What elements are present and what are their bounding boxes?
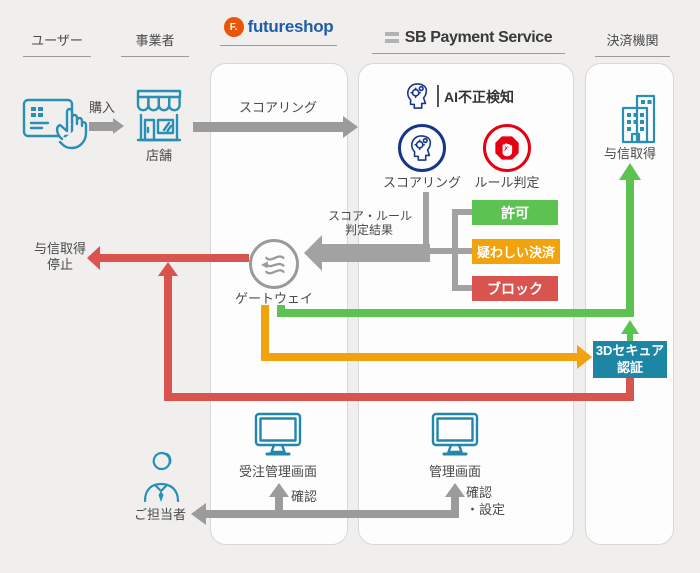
rule-label: ルール判定 xyxy=(474,175,540,190)
rule-circle xyxy=(483,124,531,172)
green-3d-arrowhead-up xyxy=(621,320,639,334)
scoring-label: スコアリング xyxy=(382,175,461,190)
scoring-circle xyxy=(398,124,446,172)
result-box-block: ブロック xyxy=(472,276,558,301)
orange-path-horizontal xyxy=(261,353,577,361)
store-label: 店舗 xyxy=(145,148,172,163)
connector-bracket xyxy=(452,209,458,291)
purchase-arrow xyxy=(89,122,113,131)
score-result-label: スコア・ルール 判定結果 xyxy=(328,209,413,238)
confirm-arrow-line xyxy=(275,497,283,512)
admin-screen-label: 管理画面 xyxy=(428,464,481,479)
staff-label: ご担当者 xyxy=(133,507,186,522)
red-path-arrowhead-up xyxy=(158,262,178,276)
ai-title: AI不正検知 xyxy=(444,89,514,105)
order-screen-label: 受注管理画面 xyxy=(238,464,317,479)
green-path-vertical xyxy=(626,179,634,317)
sbps-logo-icon xyxy=(384,32,399,43)
connector-vertical xyxy=(423,192,429,250)
order-screen-monitor-icon xyxy=(254,412,302,457)
secure3d-box: 3Dセキュア 認証 xyxy=(593,341,667,378)
green-path-arrowhead-up xyxy=(619,163,641,180)
green-path-horizontal xyxy=(277,309,634,317)
confirm-arrowhead-up xyxy=(269,483,289,497)
scoring-arrowhead xyxy=(343,116,358,138)
header-user-label: ユーザー xyxy=(31,33,83,48)
confirm-set-arrow-line xyxy=(451,497,459,512)
green-3d-stub xyxy=(627,333,633,342)
score-result-arrowhead xyxy=(304,235,322,271)
credit-get-label: 与信取得 xyxy=(603,146,656,161)
scoring-brain-icon xyxy=(410,135,432,161)
purchase-label: 購入 xyxy=(88,100,115,115)
gateway-icon xyxy=(249,239,299,289)
staff-line xyxy=(206,510,459,518)
red-path-stub-3d xyxy=(626,378,634,401)
header-merchant: 事業者 xyxy=(121,30,189,57)
score-result-arrow xyxy=(321,244,430,262)
header-sbps: SB Payment Service xyxy=(372,24,565,54)
staff-person-icon xyxy=(142,451,182,503)
header-user: ユーザー xyxy=(23,30,91,57)
panel-sbps xyxy=(358,63,574,545)
credit-card-hand-icon xyxy=(22,92,90,152)
futureshop-logo-icon: F. xyxy=(223,17,244,37)
confirm-set-label: 確認 ・設定 xyxy=(466,485,506,517)
connector-stub-block xyxy=(452,285,473,291)
ai-brain-icon xyxy=(405,82,431,110)
result-box-suspicious: 疑わしい決済 xyxy=(472,239,560,264)
purchase-arrowhead xyxy=(113,118,124,134)
result-box-permit: 許可 xyxy=(472,200,558,225)
futureshop-logo-text: futureshop xyxy=(247,17,334,36)
ai-title-divider xyxy=(437,85,439,107)
staff-arrowhead xyxy=(191,503,206,525)
admin-screen-monitor-icon xyxy=(431,412,479,457)
gateway-label: ゲートウェイ xyxy=(234,291,313,306)
sbps-logo-text: SB Payment Service xyxy=(404,28,553,46)
header-futureshop: F. futureshop xyxy=(220,17,337,46)
connector-horizontal xyxy=(423,248,473,254)
orange-path-vertical xyxy=(261,305,269,361)
building-icon xyxy=(620,94,658,144)
credit-stop-label: 与信取得 停止 xyxy=(33,241,86,272)
credit-stop-line xyxy=(98,254,249,262)
confirm-set-arrowhead-up xyxy=(445,483,465,497)
header-merchant-label: 事業者 xyxy=(135,33,175,48)
orange-path-arrowhead xyxy=(577,345,592,369)
scoring-arrow xyxy=(193,122,343,132)
panel-futureshop xyxy=(210,63,348,545)
scoring-arrow-label: スコアリング xyxy=(238,100,317,115)
credit-stop-arrowhead xyxy=(87,246,100,270)
red-path-horizontal xyxy=(164,393,634,401)
store-icon xyxy=(131,88,187,144)
red-path-vertical xyxy=(164,276,172,397)
confirm-label: 確認 xyxy=(291,489,318,504)
header-institution: 決済機関 xyxy=(595,30,670,57)
header-institution-label: 決済機関 xyxy=(606,33,659,48)
stop-hand-icon xyxy=(495,136,519,160)
connector-stub-permit xyxy=(452,209,473,215)
